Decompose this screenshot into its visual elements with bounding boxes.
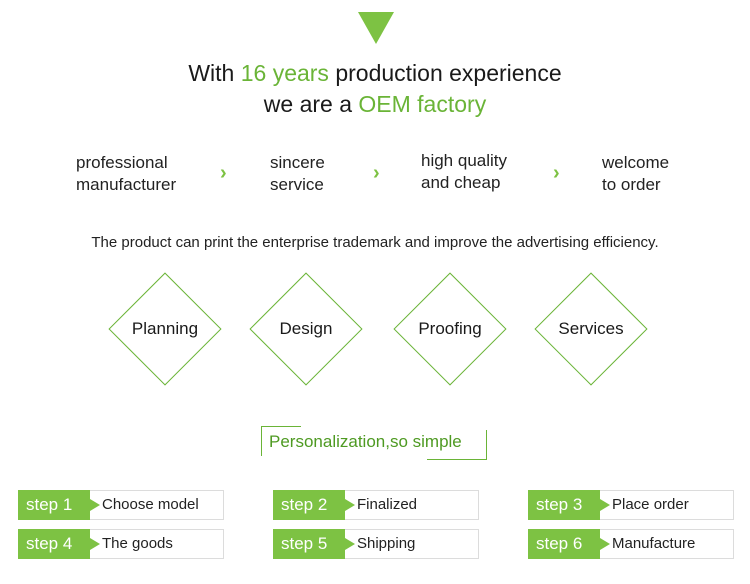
step-4: step 4 The goods [18,529,224,559]
feature-line: to order [602,175,661,194]
diamond-label: Proofing [418,319,482,338]
feature-welcome: welcome to order [602,152,669,196]
diamond-label: Planning [131,319,199,338]
step-tag: step 4 [18,529,100,559]
diamond-label: Services [558,319,624,338]
step-tag: step 6 [528,529,610,559]
headline-highlight: OEM factory [358,91,487,117]
feature-line: sincere [270,153,325,172]
step-tag: step 3 [528,490,610,520]
chevron-right-icon: › [553,162,560,184]
feature-line: professional [76,153,168,172]
step-label: Manufacture [612,535,696,552]
chevron-right-icon: › [220,162,227,184]
down-arrow-icon [358,12,394,44]
step-label: Place order [612,496,689,513]
step-5: step 5 Shipping [273,529,479,559]
step-tag: step 5 [273,529,355,559]
diamond-planning: Planning [108,272,222,386]
feature-line: manufacturer [76,175,177,194]
feature-sincere: sincere service [270,152,325,196]
feature-line: welcome [602,153,670,172]
step-tag: step 1 [18,490,100,520]
feature-quality: high quality and cheap [421,150,507,194]
step-6: step 6 Manufacture [528,529,734,559]
step-label: Choose model [102,496,199,513]
feature-professional: professional manufacturer [76,152,176,196]
headline-line-1: With 16 years production experience [0,60,750,87]
step-label: Finalized [357,496,418,513]
personalization-text: Personalization,so simple [269,432,462,451]
headline-text: we are a [263,91,359,117]
diamond-proofing: Proofing [393,272,507,386]
diamond-services: Services [534,272,648,386]
personalization-banner: Personalization,so simple [261,426,487,460]
step-label: Shipping [357,535,416,552]
step-1: step 1 Choose model [18,490,224,520]
feature-line: and cheap [421,173,501,192]
diamond-label: Design [279,319,333,338]
chevron-right-icon: › [373,162,380,184]
step-3: step 3 Place order [528,490,734,520]
feature-line: service [270,175,324,194]
feature-line: high quality [421,151,508,170]
diamond-design: Design [249,272,363,386]
step-label: The goods [102,535,173,552]
step-2: step 2 Finalized [273,490,479,520]
headline-highlight: 16 years [240,60,329,86]
headline-text: production experience [328,60,562,86]
tagline: The product can print the enterprise tra… [91,234,659,251]
headline-text: With [188,60,241,86]
headline-line-2: we are a OEM factory [0,91,750,118]
step-tag: step 2 [273,490,355,520]
